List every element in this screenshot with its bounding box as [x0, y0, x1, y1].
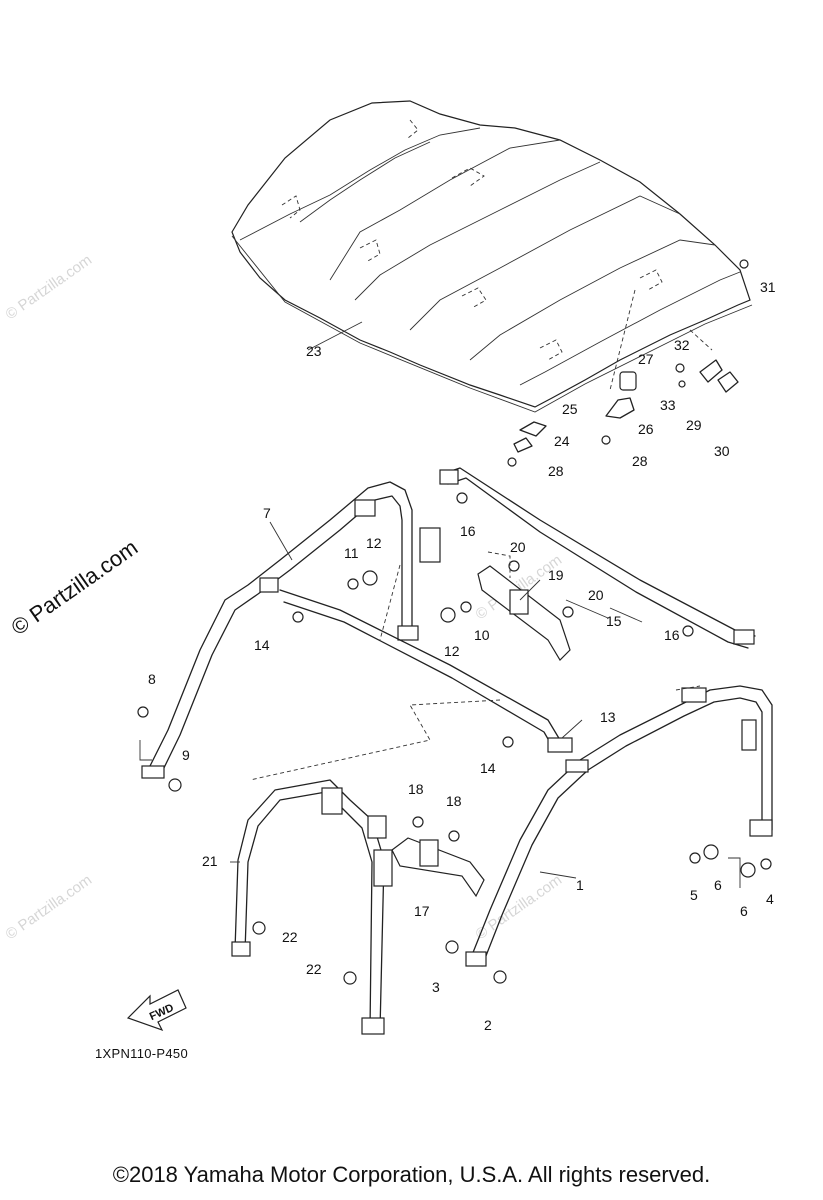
watermark-faint-1: © Partzilla.com — [3, 251, 96, 323]
roof-panel — [231, 100, 753, 413]
callout-31: 31 — [760, 279, 776, 295]
callout-18b: 18 — [446, 793, 462, 809]
callout-10: 10 — [474, 627, 490, 643]
callout-23: 23 — [306, 343, 322, 359]
callout-27: 27 — [638, 351, 654, 367]
callout-12b: 12 — [444, 643, 460, 659]
diagram-code: 1XPN110-P450 — [95, 1046, 188, 1061]
copyright-notice: ©2018 Yamaha Motor Corporation, U.S.A. A… — [112, 1162, 711, 1187]
callout-15: 15 — [606, 613, 622, 629]
callout-16b: 16 — [664, 627, 680, 643]
callout-4: 4 — [766, 891, 774, 907]
front-roll-bar — [141, 481, 419, 779]
callout-6a: 6 — [714, 877, 722, 893]
rear-frame — [231, 779, 393, 1035]
callout-22b: 22 — [306, 961, 322, 977]
callout-30: 30 — [714, 443, 730, 459]
roof-hardware — [507, 259, 749, 467]
callout-28a: 28 — [548, 463, 564, 479]
callout-26: 26 — [638, 421, 654, 437]
callout-5: 5 — [690, 887, 698, 903]
callout-12a: 12 — [366, 535, 382, 551]
callout-20b: 20 — [588, 587, 604, 603]
callout-33: 33 — [660, 397, 676, 413]
side-bars — [279, 467, 756, 753]
brackets — [391, 527, 571, 898]
callout-19: 19 — [548, 567, 564, 583]
callout-18a: 18 — [408, 781, 424, 797]
callout-29: 29 — [686, 417, 702, 433]
callout-24: 24 — [554, 433, 570, 449]
callout-14b: 14 — [480, 760, 496, 776]
callout-22a: 22 — [282, 929, 298, 945]
callouts: 1 2 3 4 5 6 6 7 8 9 10 11 12 12 13 14 14… — [148, 279, 776, 1033]
callout-9: 9 — [182, 747, 190, 763]
callout-16a: 16 — [460, 523, 476, 539]
callout-32: 32 — [674, 337, 690, 353]
callout-3: 3 — [432, 979, 440, 995]
callout-1: 1 — [576, 877, 584, 893]
leader-lines — [139, 321, 741, 888]
fasteners — [137, 492, 772, 985]
rear-roll-bar — [465, 685, 773, 967]
callout-6b: 6 — [740, 903, 748, 919]
watermark-main: © Partzilla.com — [7, 535, 143, 641]
callout-8: 8 — [148, 671, 156, 687]
callout-28b: 28 — [632, 453, 648, 469]
callout-14a: 14 — [254, 637, 270, 653]
callout-13: 13 — [600, 709, 616, 725]
fwd-arrow: FWD — [126, 989, 187, 1032]
callout-11: 11 — [344, 545, 359, 561]
callout-21: 21 — [202, 853, 218, 869]
callout-2: 2 — [484, 1017, 492, 1033]
callout-7: 7 — [263, 505, 271, 521]
callout-25: 25 — [562, 401, 578, 417]
callout-20a: 20 — [510, 539, 526, 555]
watermark-faint-4: © Partzilla.com — [3, 871, 96, 943]
callout-17: 17 — [414, 903, 430, 919]
watermark-faint-5: © Partzilla.com — [473, 871, 566, 943]
